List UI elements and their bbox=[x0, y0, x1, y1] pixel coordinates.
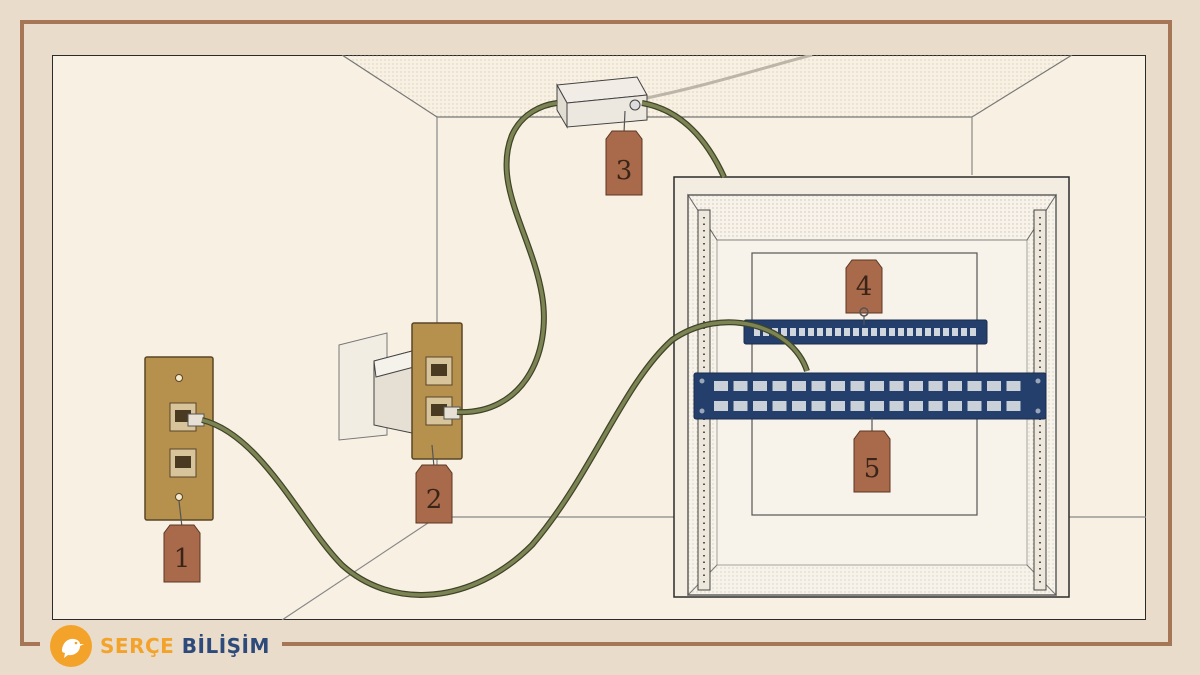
tag-5-lower-patch-panel: 5 bbox=[853, 417, 891, 493]
tag-3-label: 3 bbox=[616, 156, 633, 186]
tag-5-label: 5 bbox=[864, 454, 881, 484]
ceiling bbox=[342, 55, 1072, 117]
tag-2-wall-outlet-right: 2 bbox=[415, 444, 453, 524]
bird-icon bbox=[50, 625, 92, 667]
network-scene: 1 2 3 4 5 bbox=[52, 55, 1146, 620]
tag-4-label: 4 bbox=[856, 272, 873, 302]
upper-patch-panel bbox=[743, 319, 988, 345]
brand-logo: SERÇE BİLİŞİM bbox=[40, 622, 282, 670]
brand-name-part2: BİLİŞİM bbox=[181, 634, 270, 658]
junction-box bbox=[556, 76, 648, 129]
lower-patch-panel bbox=[693, 372, 1047, 420]
wall-outlet-right bbox=[338, 322, 463, 460]
tag-1-label: 1 bbox=[174, 544, 191, 574]
tag-3-junction-box: 3 bbox=[605, 110, 643, 196]
brand-name: SERÇE BİLİŞİM bbox=[100, 634, 270, 658]
outer-frame bbox=[20, 20, 1172, 646]
tag-2-label: 2 bbox=[426, 485, 443, 515]
brand-name-part1: SERÇE bbox=[100, 634, 175, 658]
wall-outlet-left bbox=[144, 356, 214, 521]
tag-4-upper-patch-panel: 4 bbox=[845, 259, 883, 325]
tag-1-wall-outlet-left: 1 bbox=[163, 500, 201, 583]
